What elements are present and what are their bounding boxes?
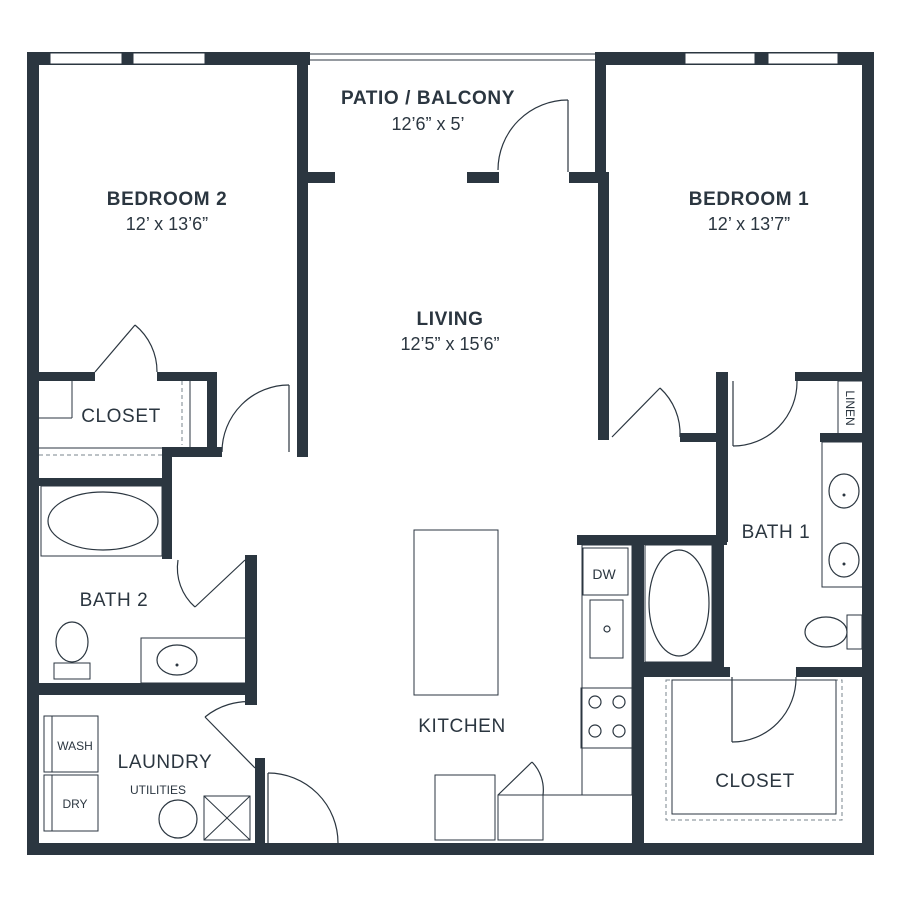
bedroom2-dims: 12’ x 13’6” — [126, 214, 208, 234]
linen-label: LINEN — [843, 390, 857, 425]
dishwasher-label: DW — [592, 566, 616, 582]
room-labels: PATIO / BALCONY 12’6” x 5’ BEDROOM 2 12’… — [80, 88, 811, 858]
windows — [49, 52, 839, 65]
bedroom1-dims: 12’ x 13’7” — [708, 214, 790, 234]
doors — [94, 99, 798, 845]
bedroom2-name: BEDROOM 2 — [107, 189, 227, 210]
interior-walls — [35, 55, 867, 853]
laundry-fixtures — [43, 715, 251, 841]
kitchen-fixtures — [413, 529, 633, 841]
bath2-name: BATH 2 — [80, 590, 149, 611]
patio-dims: 12’6” x 5’ — [391, 114, 464, 134]
living-dims: 12’5” x 15’6” — [400, 334, 499, 354]
entry-name: ENTRY — [279, 842, 327, 858]
bath2-fixtures — [40, 485, 251, 684]
bedroom1-name: BEDROOM 1 — [689, 189, 809, 210]
bath1-fixtures — [644, 380, 867, 663]
washer-label: WASH — [57, 739, 93, 753]
dryer-label: DRY — [62, 797, 87, 811]
kitchen-name: KITCHEN — [418, 716, 506, 737]
laundry-name: LAUNDRY — [118, 752, 213, 773]
patio-name: PATIO / BALCONY — [341, 88, 515, 109]
closet-fixtures — [39, 381, 843, 821]
closet-right-name: CLOSET — [715, 771, 795, 792]
fixture-labels: LINEN DW WASH DRY UTILITIES — [57, 390, 857, 811]
living-name: LIVING — [417, 309, 484, 330]
closet-left-name: CLOSET — [81, 406, 161, 427]
utilities-label: UTILITIES — [130, 783, 186, 797]
bath1-name: BATH 1 — [742, 522, 811, 543]
